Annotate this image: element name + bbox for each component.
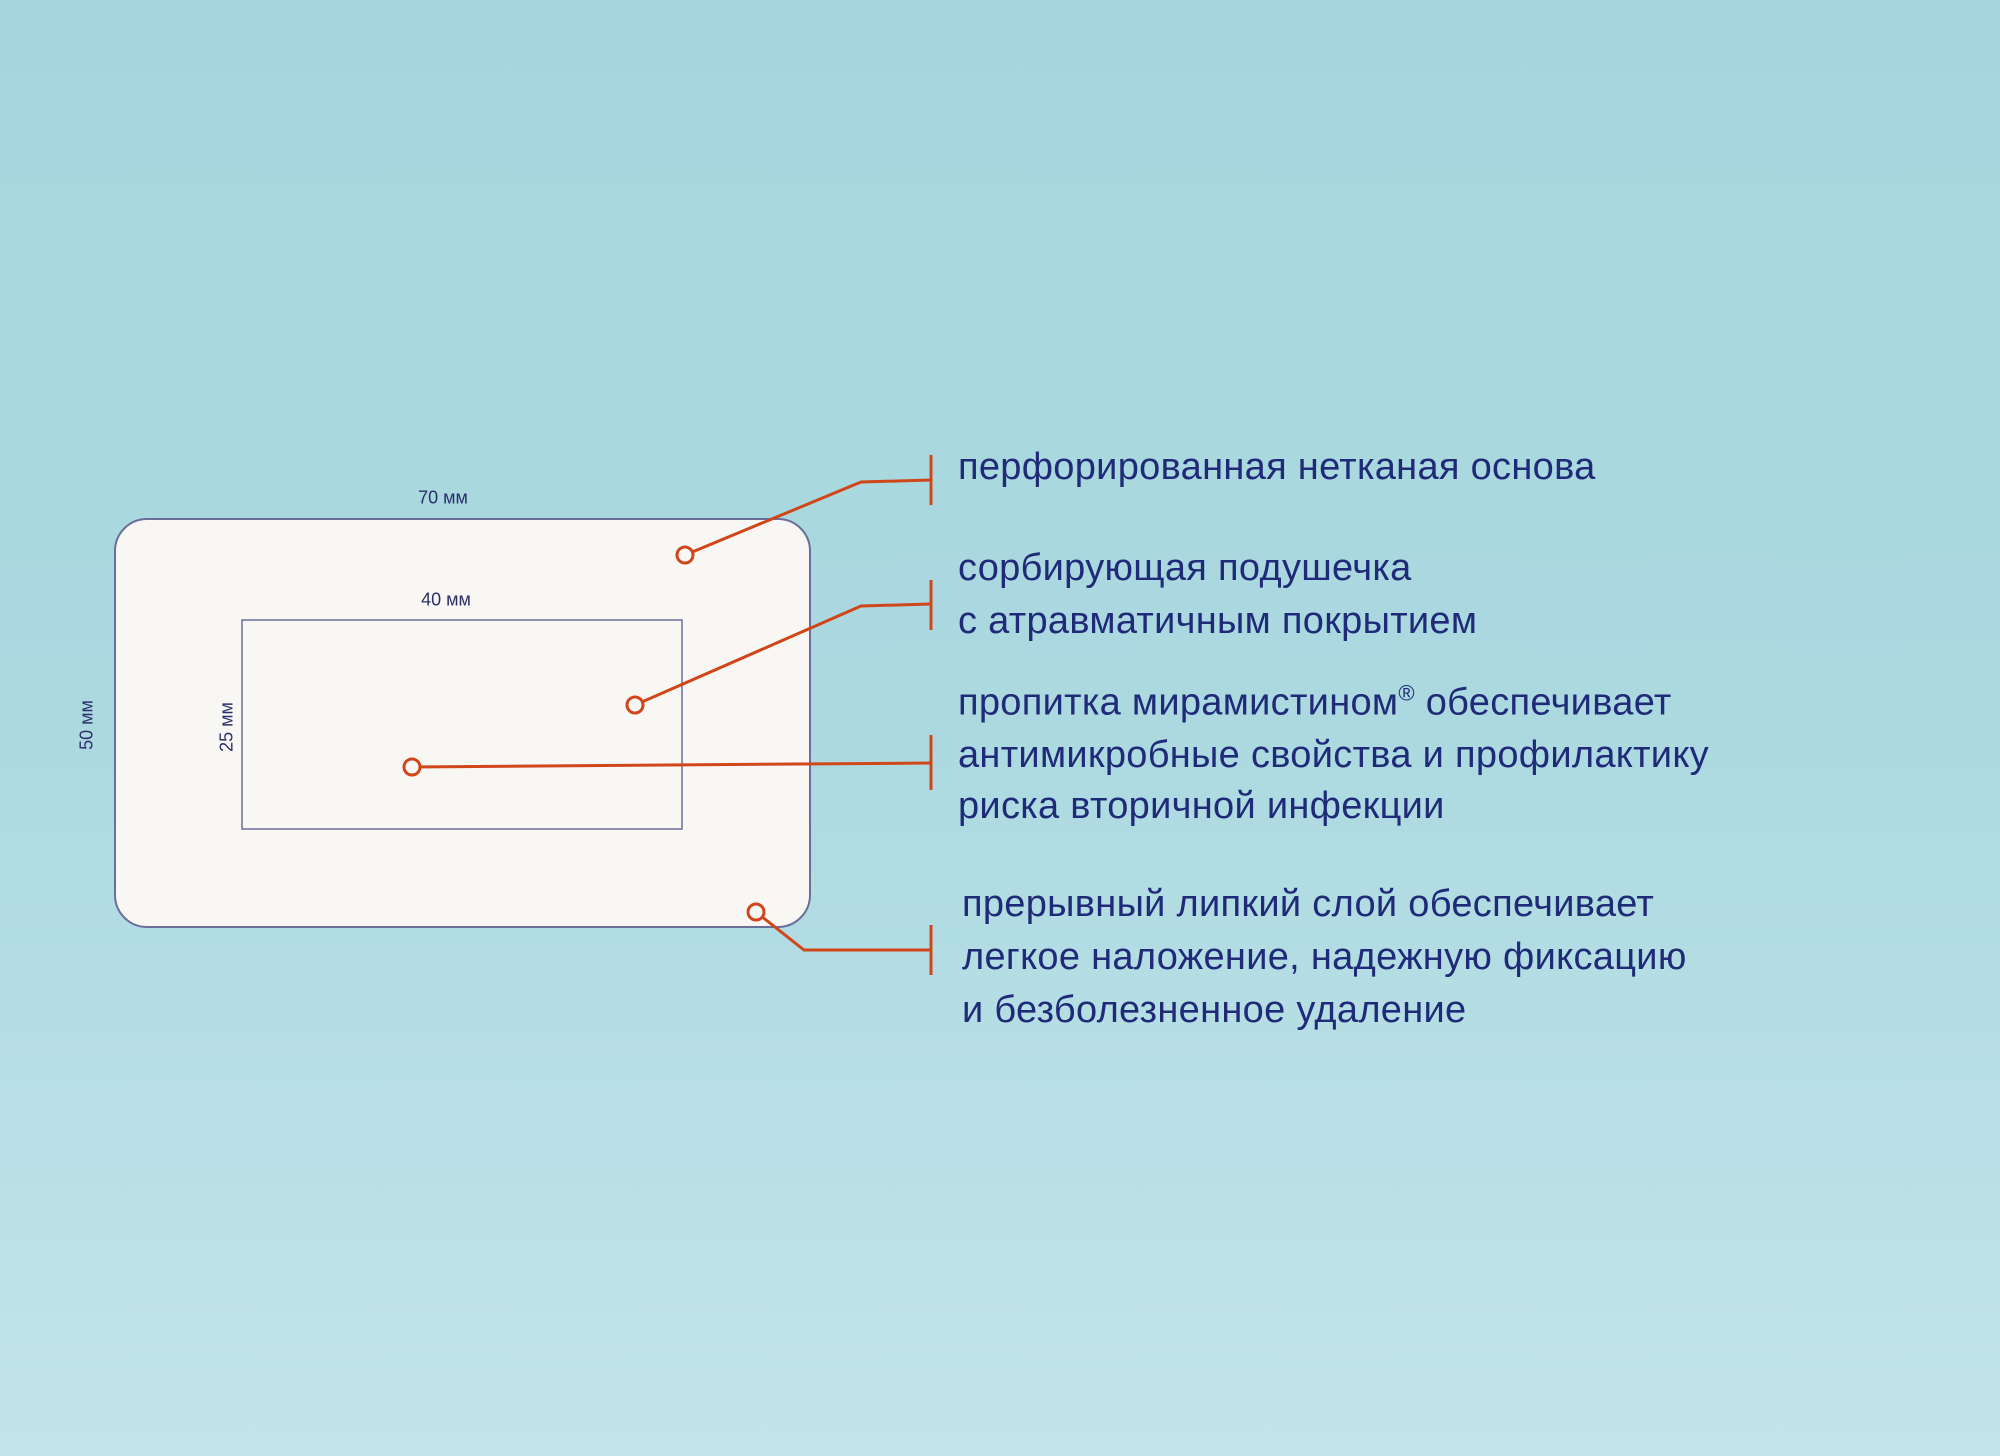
pad-width-label: 40 мм	[421, 589, 471, 610]
callout-text-adhesive-1: прерывный липкий слой обеспечивает	[962, 883, 1655, 925]
callout-line-pad	[634, 602, 932, 707]
callout-dot-pad	[625, 695, 645, 715]
pad-height-label: 25 мм	[216, 702, 237, 752]
callout-dot-impregnation	[402, 757, 422, 777]
callout-text-impregnation-1: пропитка мирамистином® обеспечивает	[958, 680, 1672, 724]
callout-text-pad-2: с атравматичным покрытием	[958, 600, 1478, 642]
callout-line-base	[684, 478, 932, 557]
callout-text-impregnation-2: антимикробные свойства и профилактику	[958, 734, 1709, 776]
callout-text-adhesive-3: и безболезненное удаление	[962, 989, 1467, 1031]
pad-outline	[241, 619, 683, 830]
callout-text-adhesive-2: легкое наложение, надежную фиксацию	[962, 936, 1687, 978]
registered-mark: ®	[1398, 680, 1415, 706]
callout-line-adhesive	[755, 910, 931, 952]
callout-text-pad-1: сорбирующая подушечка	[958, 547, 1412, 589]
callout-text-base: перфорированная нетканая основа	[958, 446, 1596, 488]
callout-text-impregnation-3: риска вторичной инфекции	[958, 785, 1445, 827]
callout-line-impregnation	[411, 761, 932, 769]
impregnation-text-start: пропитка мирамистином	[958, 681, 1399, 724]
outer-width-label: 70 мм	[418, 487, 468, 508]
callout-dot-base	[675, 545, 695, 565]
callout-dot-adhesive	[746, 902, 766, 922]
outer-height-label: 50 мм	[76, 700, 97, 750]
impregnation-text-end: обеспечивает	[1414, 681, 1672, 724]
